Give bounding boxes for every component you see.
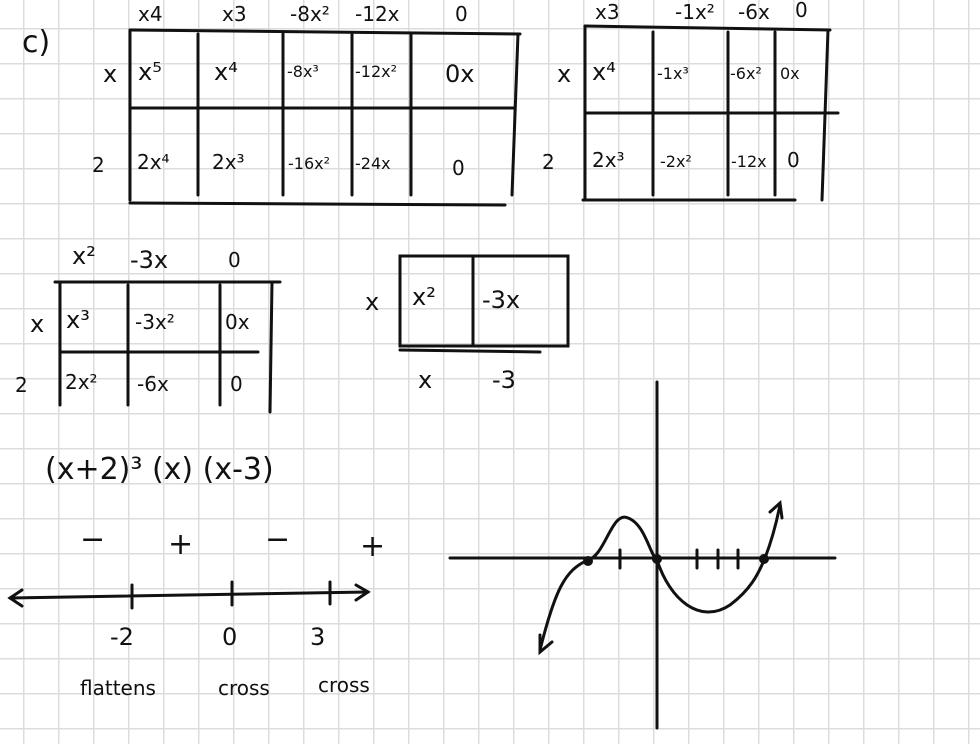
box2-header: 0 — [795, 0, 808, 22]
box2-row-label: 2 — [542, 150, 555, 174]
box3-cell: 0 — [230, 372, 243, 396]
sign: − — [265, 522, 291, 557]
box2-cell: -12x — [731, 152, 767, 171]
box3-cell: -3x² — [135, 310, 175, 334]
box1-cell: 0x — [445, 60, 475, 88]
box3-row-label: x — [30, 310, 45, 338]
box1-row-label: x — [103, 60, 118, 88]
box1-cell: x⁴ — [214, 58, 238, 86]
box1-grid — [128, 28, 522, 207]
polynomial-curve — [538, 503, 782, 652]
box3-row-label: 2 — [15, 373, 28, 397]
box1-header: 0 — [455, 2, 468, 26]
box2-row-label: x — [557, 60, 572, 88]
box3-header: -3x — [130, 246, 169, 274]
box3-grid — [53, 280, 282, 414]
box2-cell: -2x² — [660, 152, 692, 171]
factored-form: (x+2)³ (x) (x-3) — [45, 452, 274, 487]
box2-cell: -6x² — [730, 64, 762, 83]
box2-header: -1x² — [675, 0, 715, 24]
box2-cell: -1x³ — [657, 64, 689, 83]
box1-cell: x⁵ — [138, 58, 162, 86]
behavior-label: cross — [318, 673, 370, 697]
box1-cell: -16x² — [288, 154, 331, 173]
root-label: -2 — [110, 623, 134, 651]
box1-header: x4 — [138, 2, 163, 26]
box3-cell: 0x — [225, 310, 250, 334]
box1-row-label: 2 — [92, 153, 105, 177]
box3-cell: -6x — [137, 372, 169, 396]
box1-cell: 2x³ — [212, 150, 245, 174]
box4-row-label: x — [365, 288, 380, 316]
behavior-label: flattens — [80, 676, 156, 700]
box1-header: -8x² — [290, 2, 330, 26]
box4-grid — [398, 254, 570, 354]
box1-cell: -8x³ — [287, 62, 319, 81]
box3-header: 0 — [228, 248, 241, 272]
box1-cell: -12x² — [355, 62, 398, 81]
sign: + — [360, 529, 386, 564]
box1-cell: 2x⁴ — [137, 150, 170, 174]
box2-header: x3 — [595, 0, 620, 24]
box3-cell: x³ — [66, 306, 90, 334]
behavior-label: cross — [218, 676, 270, 700]
box2-cell: 2x³ — [592, 148, 625, 172]
box2-cell: x⁴ — [592, 58, 616, 86]
sign: − — [80, 522, 106, 557]
box4-cell: x² — [412, 283, 436, 311]
box3-header: x² — [72, 242, 96, 270]
box2-header: -6x — [738, 0, 770, 24]
box2-cell: 0 — [787, 148, 800, 172]
graph-axes — [448, 380, 837, 730]
sign: + — [168, 527, 194, 562]
number-line — [7, 580, 371, 610]
box4-cell: -3x — [482, 286, 521, 314]
box1-header: x3 — [222, 2, 247, 26]
box4-result: -3 — [492, 366, 516, 394]
root-label: 3 — [310, 623, 326, 651]
box4-result: x — [418, 366, 433, 394]
part-label: c) — [22, 25, 51, 60]
box2-grid — [581, 24, 840, 202]
box1-cell: 0 — [452, 156, 465, 180]
box1-header: -12x — [355, 2, 400, 26]
box3-cell: 2x² — [65, 370, 98, 394]
root-label: 0 — [222, 623, 238, 651]
box2-cell: 0x — [780, 64, 800, 83]
box1-cell: -24x — [355, 154, 391, 173]
